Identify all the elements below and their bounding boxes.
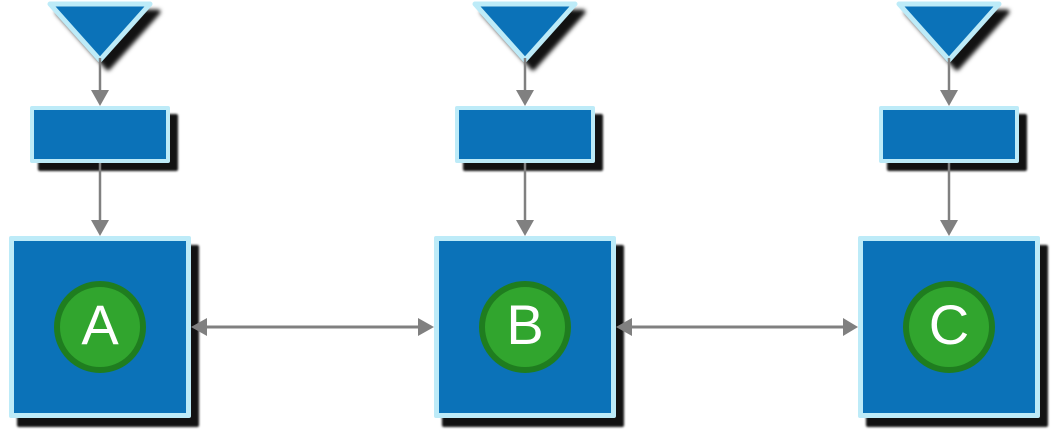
node-circle-c: C [903,281,995,373]
arrow-box-to-node-b [516,163,534,236]
node-square-c: C [858,236,1040,418]
bidirectional-arrow-a-b [191,318,434,336]
arrow-box-to-node-c [940,163,958,236]
node-label-b: B [506,293,544,356]
input-box-c [879,106,1019,163]
node-square-b: B [434,236,616,418]
node-label-c: C [928,293,970,356]
funnel-triangle-shape-b [472,1,578,63]
funnel-triangle-icon-b [472,1,578,63]
input-box-a [30,106,170,163]
input-box-b [455,106,595,163]
arrow-box-to-node-a [91,163,109,236]
node-circle-a: A [54,281,146,373]
funnel-triangle-shape-a [47,1,153,63]
node-label-a: A [81,293,119,356]
node-square-a: A [9,236,191,418]
funnel-triangle-shape-c [896,1,1002,63]
bidirectional-arrow-b-c [616,318,858,336]
funnel-triangle-icon-c [896,1,1002,63]
funnel-triangle-icon-a [47,1,153,63]
node-circle-b: B [479,281,571,373]
